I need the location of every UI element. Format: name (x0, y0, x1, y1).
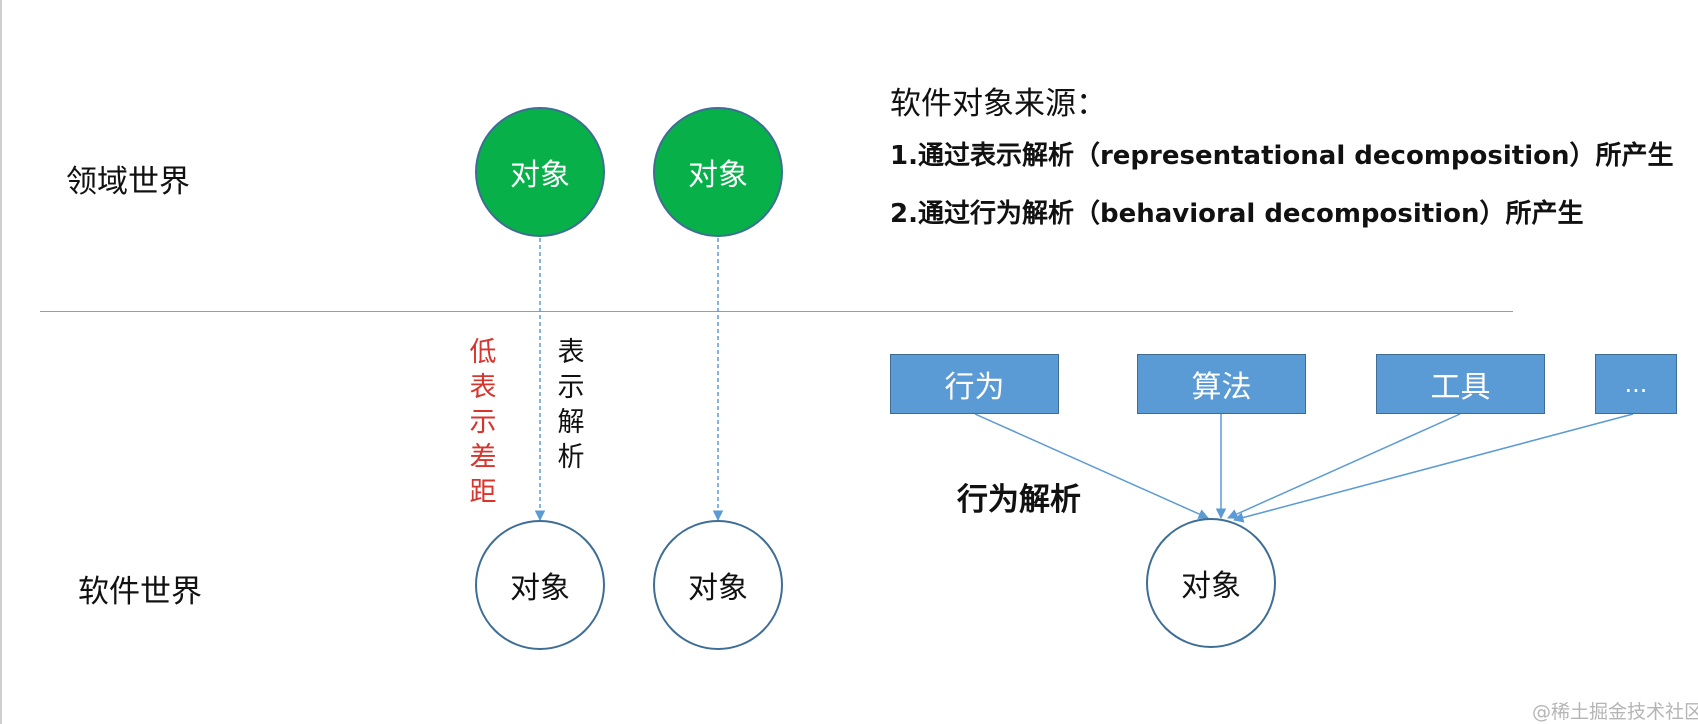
world-divider-line (40, 311, 1513, 312)
software-object-2: 对象 (653, 520, 783, 650)
representation-gap-char: 示 (469, 407, 497, 438)
domain-object-2: 对象 (653, 107, 783, 237)
source-item-1: 1.通过表示解析（representational decomposition）… (890, 141, 1674, 171)
watermark: @稀土掘金技术社区 (1532, 701, 1698, 723)
behavioral-decomposition-label: 行为解析 (957, 482, 1081, 518)
representation-gap-char: 距 (469, 477, 497, 508)
representational-decomposition-char: 示 (557, 372, 585, 403)
software-object-3: 对象 (1146, 518, 1276, 648)
representation-gap-char: 低 (469, 337, 497, 368)
domain-world-label: 领域世界 (66, 164, 190, 200)
representational-decomposition-char: 析 (557, 442, 585, 473)
domain-object-1: 对象 (475, 107, 605, 237)
representation-gap-char: 表 (469, 372, 497, 403)
representational-decomposition-label: 表 示 解 析 (555, 335, 587, 475)
representation-gap-label: 低 表 示 差 距 (467, 335, 499, 510)
behavior-arrow-3 (1227, 413, 1461, 519)
sources-title: 软件对象来源： (890, 86, 1107, 122)
representation-gap-char: 差 (469, 442, 497, 473)
tool-box: 工具 (1376, 354, 1545, 414)
source-item-2: 2.通过行为解析（behavioral decomposition）所产生 (890, 199, 1584, 229)
behavior-box: 行为 (890, 354, 1059, 414)
software-world-label: 软件世界 (78, 574, 202, 610)
behavior-arrow-1 (974, 413, 1209, 519)
software-object-1: 对象 (475, 520, 605, 650)
algorithm-box: 算法 (1137, 354, 1306, 414)
left-edge-border (0, 0, 2, 724)
representational-decomposition-char: 解 (557, 407, 585, 438)
behavior-arrow-4 (1232, 413, 1634, 523)
more-box: ... (1595, 354, 1677, 414)
representational-decomposition-char: 表 (557, 337, 585, 368)
